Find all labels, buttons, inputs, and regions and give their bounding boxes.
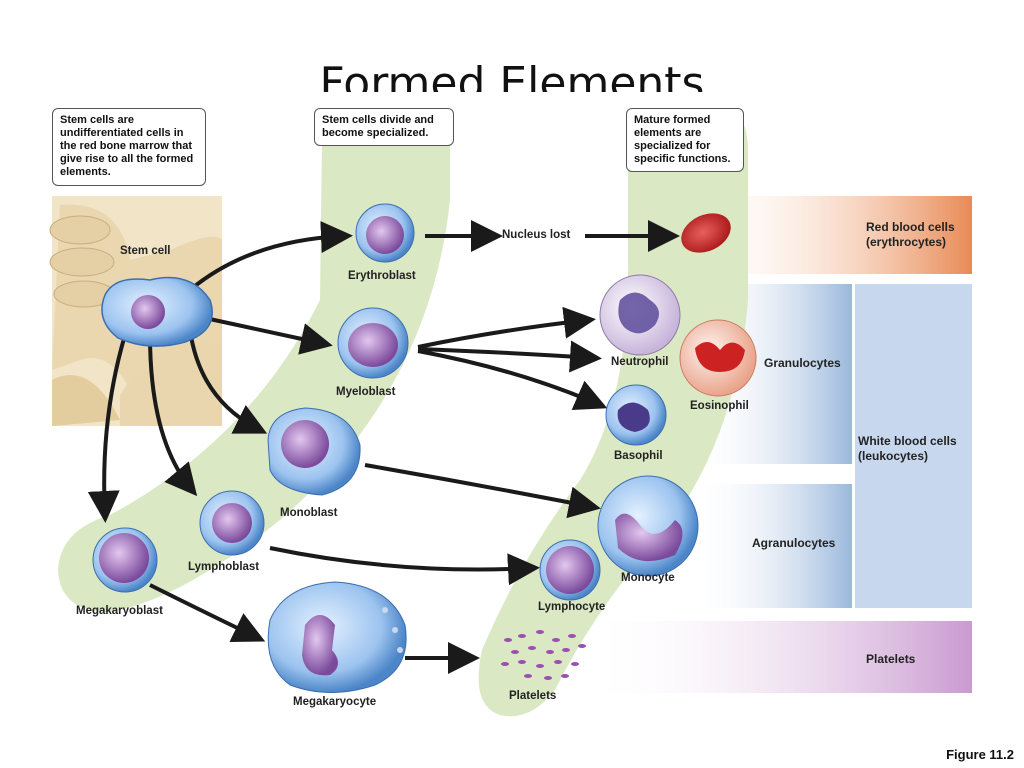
lymphoblast-label: Lymphoblast xyxy=(188,561,260,573)
white-blood-cells-band xyxy=(855,284,972,608)
eosinophil-label: Eosinophil xyxy=(690,400,749,412)
lymphocyte-cell xyxy=(539,539,601,601)
megakaryoblast-label: Megakaryoblast xyxy=(76,605,163,617)
eosinophil-cell xyxy=(679,319,757,397)
monoblast-cell xyxy=(267,407,361,496)
agranulocytes-band xyxy=(700,484,852,608)
arrows xyxy=(87,220,680,674)
erythroblast-label: Erythroblast xyxy=(348,270,416,282)
megakaryocyte-label: Megakaryocyte xyxy=(293,696,377,708)
figure-label: Figure 11.2 xyxy=(946,747,1014,762)
monocyte-cell xyxy=(597,475,699,577)
myeloblast-label: Myeloblast xyxy=(336,386,396,398)
lymphoblast-cell xyxy=(199,490,265,556)
mature-note: Mature formed elements are specialized f… xyxy=(626,108,744,172)
platelets-label: Platelets xyxy=(509,690,557,702)
stem-cell-label: Stem cell xyxy=(120,245,171,257)
stem-cell xyxy=(101,276,213,347)
red-blood-cells-band-label: Red blood cells (erythrocytes) xyxy=(866,220,955,249)
platelets-band-label: Platelets xyxy=(866,652,916,666)
basophil-label: Basophil xyxy=(614,450,663,462)
neutrophil-cell xyxy=(599,274,681,356)
megakaryocyte-cell xyxy=(267,581,407,693)
agranulocytes-band-label: Agranulocytes xyxy=(752,536,836,550)
nucleus-lost-label: Nucleus lost xyxy=(502,229,571,241)
red-blood-cell xyxy=(681,213,731,253)
erythroblast-cell xyxy=(355,203,415,263)
red-blood-cells-band xyxy=(740,196,972,274)
monoblast-label: Monoblast xyxy=(280,507,338,519)
megakaryoblast-cell xyxy=(92,527,158,593)
monocyte-label: Monocyte xyxy=(621,572,675,584)
neutrophil-label: Neutrophil xyxy=(611,356,669,368)
basophil-cell xyxy=(605,384,667,446)
stem-cells-note: Stem cells are undifferentiated cells in… xyxy=(52,108,206,186)
lymphocyte-label: Lymphocyte xyxy=(538,601,606,613)
myeloblast-cell xyxy=(337,307,409,379)
platelets-cluster xyxy=(501,630,586,680)
granulocytes-band-label: Granulocytes xyxy=(764,356,841,370)
page-title: Formed Elements xyxy=(319,58,705,92)
platelets-band xyxy=(600,621,972,693)
divide-note: Stem cells divide and become specialized… xyxy=(314,108,454,146)
white-blood-cells-band-label: White blood cells (leukocytes) xyxy=(858,434,957,463)
